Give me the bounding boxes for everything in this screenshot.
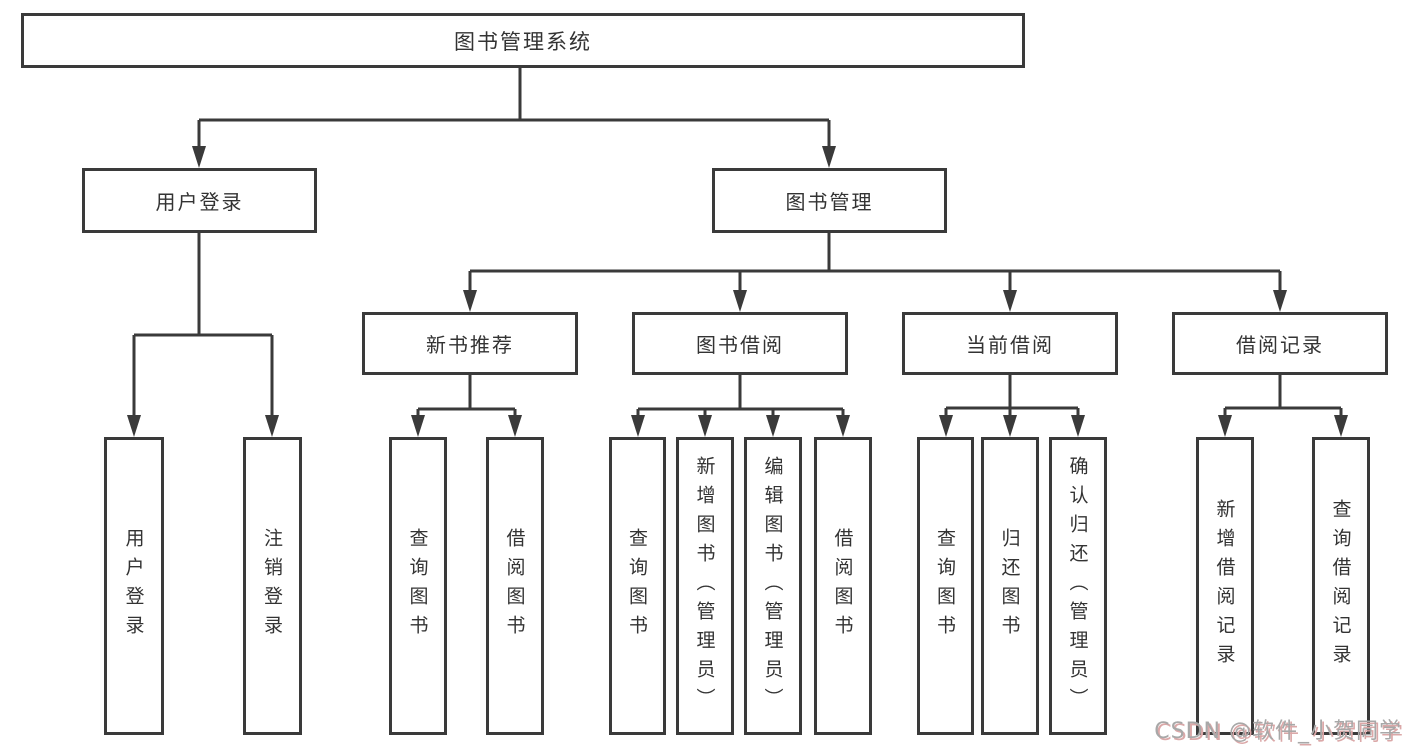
arrowhead: [766, 415, 780, 437]
arrowhead: [822, 146, 836, 168]
leaf-current-return-books: 归还图书: [981, 437, 1039, 735]
leaf-borrowing-add-books-admin: 新增图书（管理员）: [676, 437, 734, 735]
leaf-current-confirm-return-admin: 确认归还（管理员）: [1049, 437, 1107, 735]
node-new-book-recommend: 新书推荐: [362, 312, 578, 375]
leaf-user-login: 用户登录: [104, 437, 164, 735]
node-current-borrowing: 当前借阅: [902, 312, 1118, 375]
leaf-borrowing-edit-books-admin: 编辑图书（管理员）: [744, 437, 802, 735]
node-book-management: 图书管理: [712, 168, 947, 233]
leaf-newbook-borrow-books: 借阅图书: [486, 437, 544, 735]
node-user-login: 用户登录: [82, 168, 317, 233]
arrowhead: [463, 290, 477, 312]
leaf-records-add-record: 新增借阅记录: [1196, 437, 1254, 735]
arrowhead: [698, 415, 712, 437]
arrowhead: [1003, 415, 1017, 437]
arrowhead: [411, 415, 425, 437]
arrowhead: [1071, 415, 1085, 437]
leaf-current-query-books: 查询图书: [917, 437, 974, 735]
connector-current-children: [939, 375, 1085, 437]
arrowhead: [508, 415, 522, 437]
leaf-borrowing-query-books: 查询图书: [609, 437, 666, 735]
arrowhead: [127, 415, 141, 437]
arrowhead: [1273, 290, 1287, 312]
arrowhead: [1334, 415, 1348, 437]
leaf-logout: 注销登录: [243, 437, 302, 735]
arrowhead: [836, 415, 850, 437]
leaf-newbook-query-books: 查询图书: [389, 437, 447, 735]
connector-root-children: [192, 68, 836, 168]
connector-user-login-children: [127, 233, 279, 437]
csdn-watermark: CSDN @软件_小贺同学: [1154, 719, 1402, 744]
leaf-records-query-record: 查询借阅记录: [1312, 437, 1370, 735]
node-borrow-records: 借阅记录: [1172, 312, 1388, 375]
connector-book-management-children: [463, 233, 1287, 312]
connector-records-children: [1218, 375, 1348, 437]
arrowhead: [733, 290, 747, 312]
arrowhead: [631, 415, 645, 437]
leaf-borrowing-borrow-books: 借阅图书: [814, 437, 872, 735]
connector-new-book-children: [411, 375, 522, 437]
arrowhead: [939, 415, 953, 437]
arrowhead: [1218, 415, 1232, 437]
arrowhead: [265, 415, 279, 437]
node-book-borrowing: 图书借阅: [632, 312, 848, 375]
connector-borrowing-children: [631, 375, 850, 437]
arrowhead: [192, 146, 206, 168]
node-root: 图书管理系统: [21, 13, 1025, 68]
arrowhead: [1003, 290, 1017, 312]
